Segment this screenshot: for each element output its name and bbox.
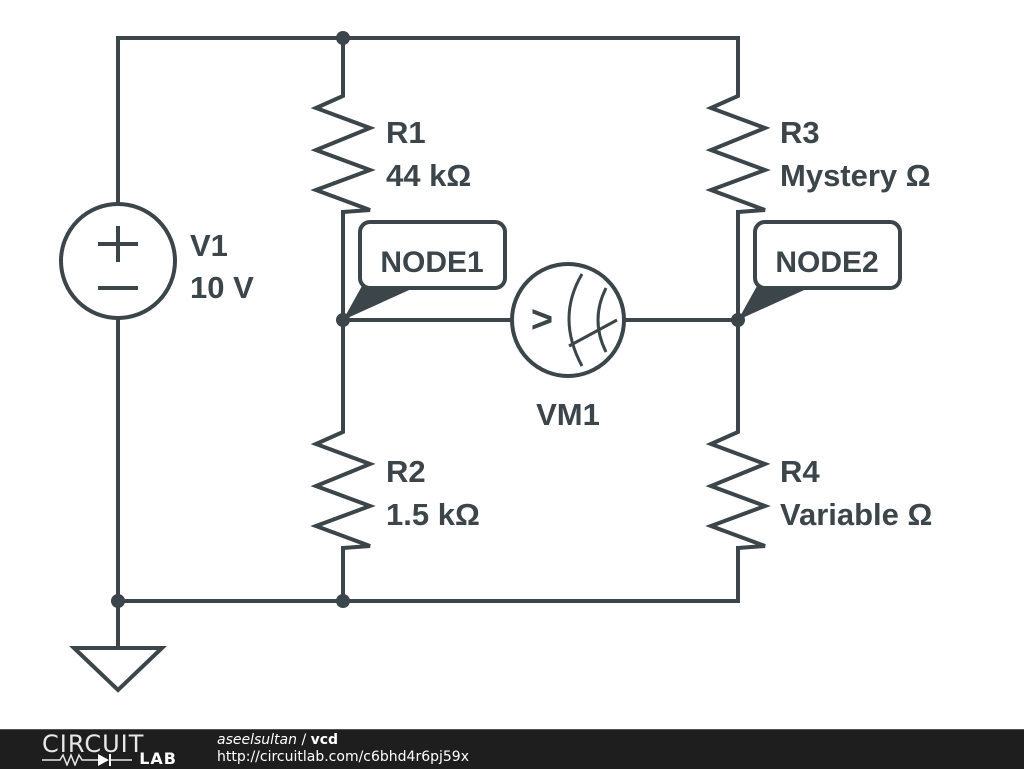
- meter-arc-icon: [596, 287, 608, 353]
- junction-dot: [336, 594, 350, 608]
- r3-value-label: Mystery Ω: [780, 158, 931, 193]
- meter-arc-icon: [567, 273, 584, 367]
- r3-name-label: R3: [780, 115, 820, 150]
- r4-name-label: R4: [780, 454, 820, 489]
- resistor-r2[interactable]: [310, 424, 376, 550]
- node2-label-tag: NODE2: [738, 220, 902, 320]
- junction-dot: [111, 594, 125, 608]
- logo-resistor-diode-icon: [42, 752, 132, 766]
- resistor-r4[interactable]: [705, 424, 771, 550]
- ground-icon: [69, 646, 167, 693]
- node1-label-tag: NODE1: [343, 220, 507, 320]
- r1-name-label: R1: [386, 115, 426, 150]
- circuit-url-link[interactable]: http://circuitlab.com/c6bhd4r6pj59x: [217, 749, 469, 765]
- v1-value-label: 10 V: [190, 270, 254, 305]
- voltmeter-circle: [510, 262, 626, 378]
- logo-lab-text: LAB: [139, 749, 177, 768]
- r4-value-label: Variable Ω: [780, 497, 932, 532]
- resistor-r3[interactable]: [705, 88, 771, 214]
- node2-pointer: [738, 286, 813, 320]
- node1-text: NODE1: [380, 246, 483, 279]
- node2-text: NODE2: [775, 246, 878, 279]
- voltmeter-vm1[interactable]: >: [510, 262, 626, 378]
- vm1-name-label: VM1: [536, 397, 600, 432]
- v1-name-label: V1: [190, 228, 228, 263]
- credit-block: aseelsultan / vcd http://circuitlab.com/…: [217, 732, 469, 766]
- r1-value-label: 44 kΩ: [386, 158, 471, 193]
- author-link[interactable]: aseelsultan: [217, 732, 297, 748]
- path-separator: /: [297, 732, 311, 748]
- node2-box: [753, 220, 902, 290]
- junction-dot: [336, 31, 350, 45]
- voltage-source-circle: [59, 202, 177, 320]
- r2-name-label: R2: [386, 454, 426, 489]
- wire-top: [116, 36, 740, 204]
- project-name[interactable]: vcd: [310, 732, 339, 748]
- circuit-schematic: V1 10 V R1 44 kΩ R2 1.5 kΩ R3 Mystery Ω …: [59, 31, 932, 693]
- r2-value-label: 1.5 kΩ: [386, 497, 480, 532]
- voltage-source-v1[interactable]: [59, 202, 177, 320]
- node1-box: [358, 220, 507, 290]
- resistor-r1[interactable]: [310, 88, 376, 214]
- voltmeter-symbol: >: [531, 299, 553, 341]
- node1-pointer: [343, 286, 418, 320]
- wires: [116, 36, 740, 650]
- logo-circuit-text: CIRCUIT: [42, 730, 145, 758]
- meter-needle-icon: [568, 318, 618, 348]
- footer-bar: CIRCUIT LAB aseelsultan / vcd http://cir…: [0, 729, 1024, 769]
- circuitlab-logo[interactable]: CIRCUIT LAB: [42, 730, 177, 768]
- wire-bottom: [116, 318, 740, 603]
